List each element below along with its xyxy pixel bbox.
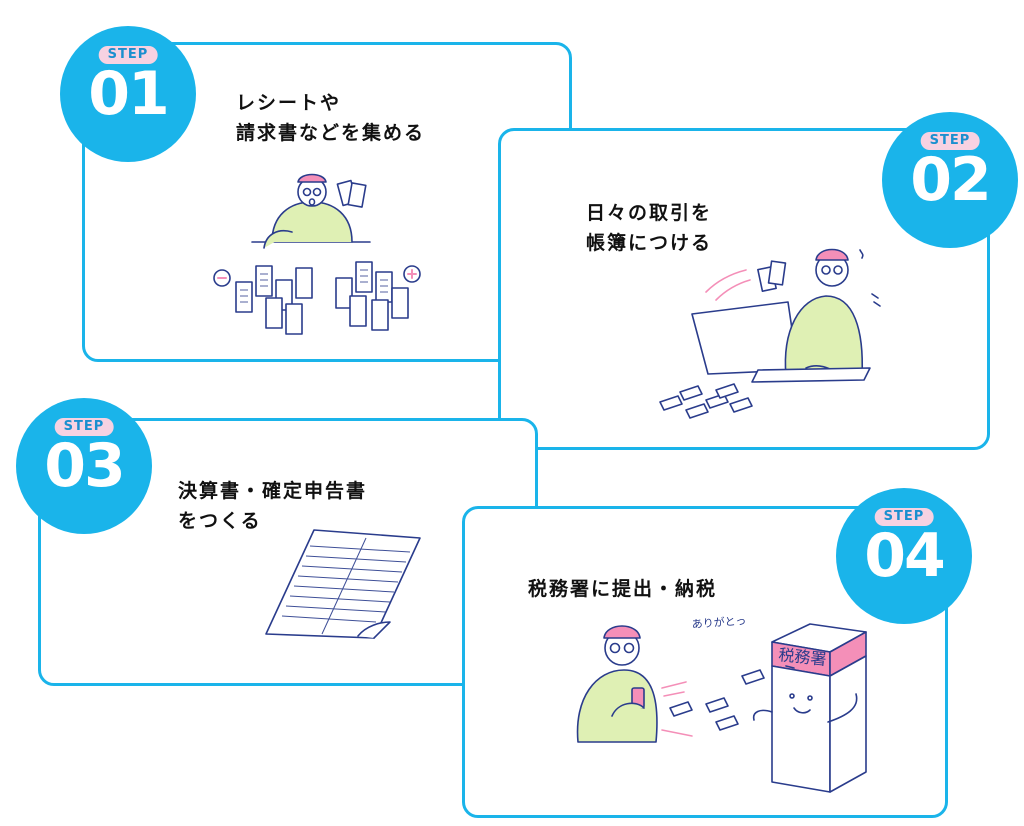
speech-text: ありがとっ [691,613,747,631]
step-03-badge-circle: STEP 03 [16,398,152,534]
step-04-illustration: ありがとっ 税務署 [576,613,867,793]
title-line: 日々の取引を [586,202,713,224]
title-line: 請求書などを集める [236,122,426,144]
step-label: STEP [874,508,934,526]
step-02-illustration [659,248,881,419]
step-label: STEP [54,418,114,436]
step-02-title: 日々の取引を 帳簿につける [586,198,712,258]
step-03-title: 決算書・確定申告書 をつくる [178,476,367,536]
step-number: 04 [864,521,946,591]
title-line: 帳簿につける [586,232,713,254]
step-01-badge-circle: STEP 01 [60,26,196,162]
step-02-badge-circle: STEP 02 [882,112,1018,248]
step-03-illustration [265,529,421,639]
title-line: をつくる [178,510,262,532]
step-04-badge-circle: STEP 04 [836,488,972,624]
title-line: 決算書・確定申告書 [178,480,368,502]
step-label: STEP [98,46,158,64]
tax-office-label: 税務署 [778,645,828,669]
step-01-illustration [213,173,421,335]
step-04-title: 税務署に提出・納税 [528,574,717,604]
step-label: STEP [920,132,980,150]
step-01-title: レシートや 請求書などを集める [236,88,425,148]
step-number: 01 [88,59,170,129]
title-line: レシートや [236,92,342,114]
step-number: 02 [910,145,992,215]
step-02-card [498,128,990,450]
title-line: 税務署に提出・納税 [528,578,718,600]
step-number: 03 [44,431,126,501]
